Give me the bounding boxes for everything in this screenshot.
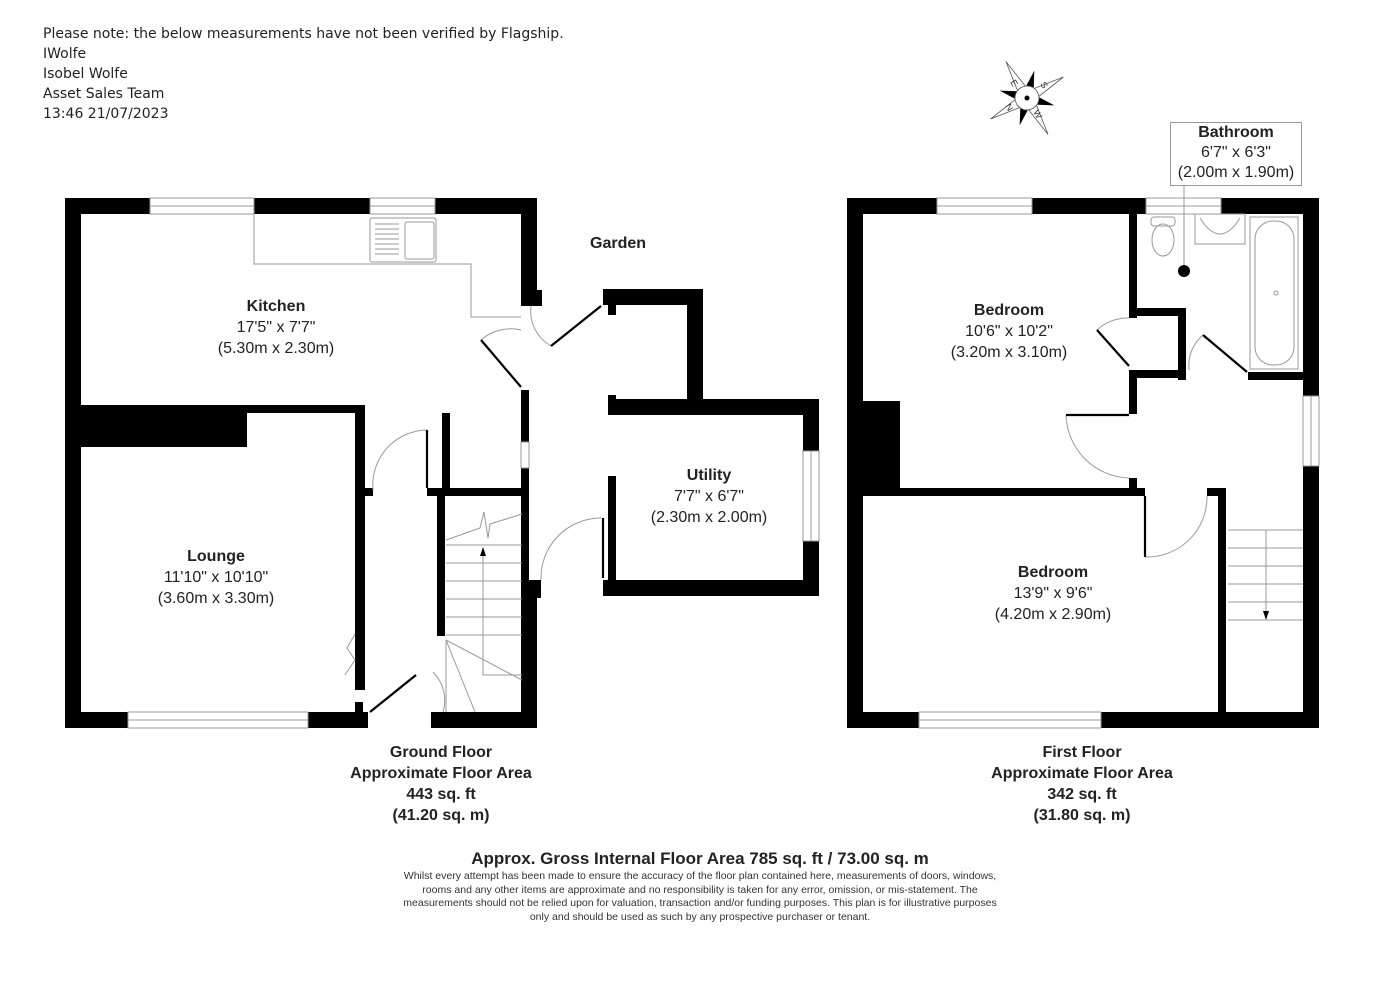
room-imperial: 7'7" x 6'7" <box>674 488 744 505</box>
first-floor-plan <box>847 198 1319 728</box>
basin-icon <box>1194 213 1246 245</box>
staircase-icon <box>445 511 523 713</box>
floor-title: Ground Floor <box>389 744 493 761</box>
ground-floor-fixtures <box>127 197 820 729</box>
compass-letter-s: S <box>1038 80 1050 90</box>
first-floor-door-leaves <box>1066 329 1248 557</box>
disclaimer: Whilst every attempt has been made to en… <box>360 870 1040 924</box>
ground-floor-plan <box>65 198 819 728</box>
room-imperial: 10'6" x 10'2" <box>965 323 1053 340</box>
room-name: Kitchen <box>246 298 306 315</box>
room-metric: (3.60m x 3.30m) <box>157 590 275 607</box>
ground-floor-summary: Ground Floor Approximate Floor Area 443 … <box>350 742 532 826</box>
compass-letter-w: W <box>1031 108 1044 121</box>
note-line-disclaimer: Please note: the below measurements have… <box>43 26 564 42</box>
disclaimer-line: only and should be used as such by any p… <box>529 910 871 923</box>
disclaimer-line: measurements should not be relied upon f… <box>403 897 997 909</box>
room-imperial: 6'7" x 6'3" <box>1201 144 1271 161</box>
door-swing-arc <box>480 328 522 341</box>
compass-letter-n: N <box>1003 102 1015 113</box>
staircase-icon-first <box>1228 529 1303 621</box>
room-name: Utility <box>686 467 732 484</box>
garden-label: Garden <box>590 235 647 252</box>
room-name: Bedroom <box>1017 564 1089 581</box>
room-label-lounge: Lounge 11'10" x 10'10" (3.60m x 3.30m) <box>158 546 274 609</box>
room-imperial: 11'10" x 10'10" <box>163 569 269 586</box>
floor-area-sqft: 342 sq. ft <box>1047 786 1117 803</box>
room-label-utility: Utility 7'7" x 6'7" (2.30m x 2.00m) <box>651 465 767 528</box>
room-metric: (2.00m x 1.90m) <box>1177 164 1295 181</box>
stairs-up-arrow-icon <box>480 547 486 556</box>
room-label-kitchen: Kitchen 17'5" x 7'7" (5.30m x 2.30m) <box>218 296 334 359</box>
ground-floor-door-leaves <box>369 305 605 713</box>
first-floor-fixtures <box>918 184 1320 729</box>
disclaimer-line: Whilst every attempt has been made to en… <box>403 870 997 882</box>
disclaimer-line: rooms and any other items are approximat… <box>422 883 978 896</box>
floor-area-sqft: 443 sq. ft <box>406 786 476 803</box>
bath-icon <box>1249 216 1299 370</box>
room-metric: (5.30m x 2.30m) <box>217 340 335 357</box>
first-floor-summary: First Floor Approximate Floor Area 342 s… <box>991 742 1173 826</box>
room-name: Lounge <box>187 548 245 565</box>
note-line-timestamp: 13:46 21/07/2023 <box>43 106 169 122</box>
room-imperial: 13'9" x 9'6" <box>1013 585 1093 602</box>
note-line-fullname: Isobel Wolfe <box>43 66 128 82</box>
stairs-down-arrow-icon <box>1263 611 1269 620</box>
room-metric: (2.30m x 2.00m) <box>650 509 768 526</box>
toilet-icon <box>1150 216 1176 257</box>
note-line-username: IWolfe <box>43 46 87 62</box>
floor-area-sqm: (31.80 sq. m) <box>1033 807 1131 824</box>
room-label-bathroom: Bathroom 6'7" x 6'3" (2.00m x 1.90m) <box>1170 122 1302 186</box>
room-metric: (3.20m x 3.10m) <box>950 344 1068 361</box>
room-imperial: 17'5" x 7'7" <box>236 319 316 336</box>
room-label-bedroom-2: Bedroom 13'9" x 9'6" (4.20m x 2.90m) <box>995 562 1111 625</box>
floor-subtitle: Approximate Floor Area <box>350 765 532 782</box>
floor-title: First Floor <box>1042 744 1122 761</box>
note-line-team: Asset Sales Team <box>43 86 165 102</box>
hall-window <box>520 441 530 469</box>
floor-subtitle: Approximate Floor Area <box>991 765 1173 782</box>
room-name: Bathroom <box>1198 124 1274 141</box>
sink-icon <box>369 217 437 263</box>
gross-floor-area: Approx. Gross Internal Floor Area 785 sq… <box>471 849 929 868</box>
compass-letter-e: E <box>1008 78 1020 88</box>
compass-rose-icon <box>990 61 1064 135</box>
measurement-note: Please note: the below measurements have… <box>43 24 564 124</box>
floor-area-sqm: (41.20 sq. m) <box>392 807 490 824</box>
bathroom-label-anchor <box>1178 265 1190 277</box>
room-name: Bedroom <box>973 302 1045 319</box>
room-metric: (4.20m x 2.90m) <box>994 606 1112 623</box>
room-label-bedroom-1: Bedroom 10'6" x 10'2" (3.20m x 3.10m) <box>951 300 1067 363</box>
